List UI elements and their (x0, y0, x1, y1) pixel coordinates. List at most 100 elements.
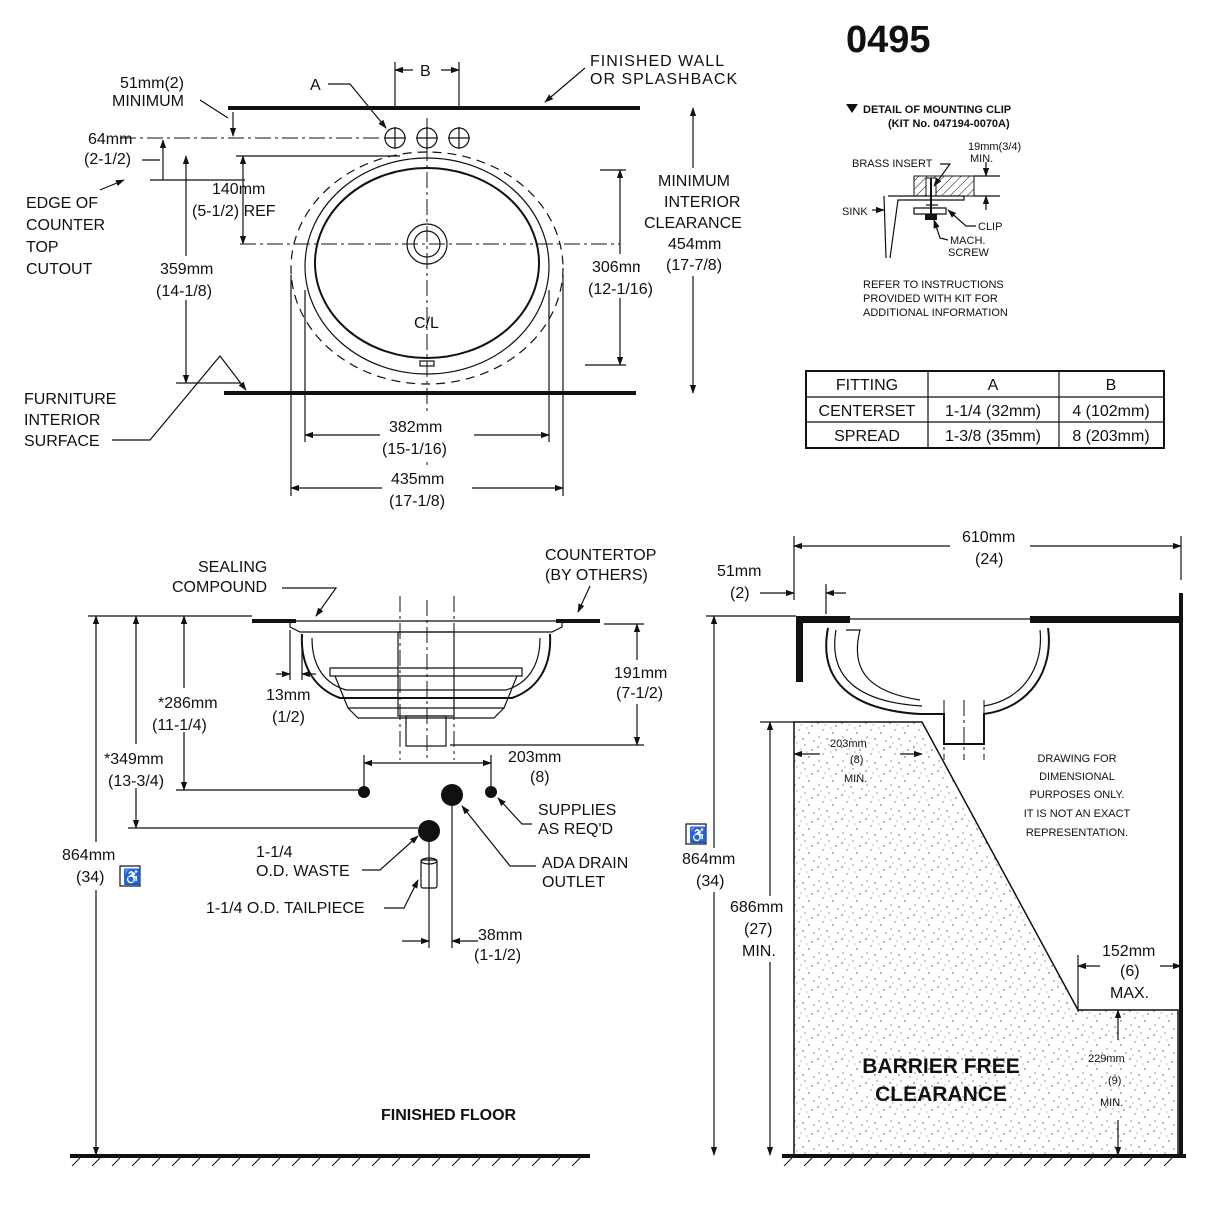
dim-610-label: 610mm (962, 529, 1015, 546)
furniture-surface-label: FURNITURE (24, 391, 116, 408)
clip-note: REFER TO INSTRUCTIONS (863, 279, 1004, 291)
svg-text:(11-1/4): (11-1/4) (152, 717, 207, 734)
svg-text:(9): (9) (1108, 1075, 1121, 1087)
svg-text:(24): (24) (975, 551, 1003, 568)
dim-203-label: 203mm (508, 749, 561, 766)
svg-text:CUTOUT: CUTOUT (26, 261, 93, 278)
svg-text:♿: ♿ (123, 868, 142, 886)
dim-864-side-label: 864mm (682, 851, 735, 868)
finished-floor-label: FINISHED FLOOR (381, 1107, 517, 1124)
svg-text:(12-1/16): (12-1/16) (588, 281, 653, 298)
dim-286-label: *286mm (158, 695, 218, 712)
dim-a-label: A (310, 77, 321, 94)
dim-359-label: 359mm (160, 261, 213, 278)
svg-text:SURFACE: SURFACE (24, 433, 100, 450)
brass-insert-label: BRASS INSERT (852, 158, 933, 170)
svg-text:454mm: 454mm (668, 236, 721, 253)
waste-label: 1-1/4 (256, 844, 293, 861)
svg-text:(1-1/2): (1-1/2) (474, 947, 521, 964)
front-elevation: SEALING COMPOUND COUNTERTOP (BY OTHERS) … (58, 547, 680, 1167)
dim-51-label: 51mm (717, 563, 761, 580)
waste-icon (418, 820, 440, 842)
svg-text:PURPOSES ONLY.: PURPOSES ONLY. (1030, 789, 1125, 801)
svg-text:(2-1/2): (2-1/2) (84, 151, 131, 168)
clip-detail-title: DETAIL OF MOUNTING CLIP (863, 104, 1011, 116)
dim-203-min-label: 203mm (830, 738, 867, 750)
svg-text:MAX.: MAX. (1110, 985, 1149, 1002)
table-header: FITTING (836, 377, 898, 394)
dim-140-label: 140mm (212, 181, 265, 198)
side-elevation: 610mm (24) 51mm (2) 203mm (8) MIN. DRAWI… (680, 526, 1186, 1167)
svg-text:OR SPLASHBACK: OR SPLASHBACK (590, 71, 738, 88)
table-cell: 8 (203mm) (1072, 428, 1149, 445)
sink-label: SINK (842, 206, 868, 218)
svg-text:MIN.: MIN. (970, 153, 993, 165)
svg-text:CLEARANCE: CLEARANCE (644, 215, 742, 232)
model-number: 0495 (846, 19, 931, 61)
table-cell: SPREAD (834, 428, 900, 445)
dim-152-label: 152mm (1102, 943, 1155, 960)
barrier-free-label: BARRIER FREE (862, 1055, 1020, 1078)
svg-text:TOP: TOP (26, 239, 59, 256)
ada-drain-icon (441, 784, 463, 806)
clip-label: CLIP (978, 221, 1002, 233)
clip-dim-label: 19mm(3/4) (968, 141, 1021, 153)
svg-text:(17-7/8): (17-7/8) (666, 257, 722, 274)
dim-b-label: B (420, 63, 431, 80)
countertop-label: COUNTERTOP (545, 547, 656, 564)
tailpiece-label: 1-1/4 O.D. TAILPIECE (206, 900, 365, 917)
svg-text:PROVIDED WITH KIT FOR: PROVIDED WITH KIT FOR (863, 293, 998, 305)
dim-38-label: 38mm (478, 927, 522, 944)
svg-text:(8): (8) (850, 754, 863, 766)
svg-text:MIN.: MIN. (1100, 1097, 1123, 1109)
svg-text:(6): (6) (1120, 963, 1140, 980)
svg-text:(KIT No. 047194-0070A): (KIT No. 047194-0070A) (888, 118, 1010, 130)
svg-text:INTERIOR: INTERIOR (664, 194, 740, 211)
dim-306-label: 306mm (592, 259, 645, 276)
dimensional-note: DRAWING FOR (1037, 753, 1116, 765)
min-51-label: 51mm(2) (120, 75, 184, 92)
svg-text:DIMENSIONAL: DIMENSIONAL (1039, 771, 1115, 783)
svg-text:MINIMUM: MINIMUM (112, 93, 184, 110)
svg-text:MIN.: MIN. (742, 943, 776, 960)
svg-text:(14-1/8): (14-1/8) (156, 283, 212, 300)
dim-191-label: 191mm (614, 665, 667, 682)
dim-229-label: 229mm (1088, 1053, 1125, 1065)
dim-382-label: 382mm (389, 419, 442, 436)
svg-text:(5-1/2) REF: (5-1/2) REF (192, 203, 276, 220)
mounting-clip-detail: DETAIL OF MOUNTING CLIP (KIT No. 047194-… (842, 104, 1021, 319)
svg-text:(34): (34) (696, 873, 724, 890)
mach-screw-label: MACH. (950, 235, 985, 247)
svg-text:O.D. WASTE: O.D. WASTE (256, 863, 350, 880)
table-header: A (988, 377, 999, 394)
wall-label: FINISHED WALL (590, 53, 725, 70)
table-cell: 4 (102mm) (1072, 403, 1149, 420)
svg-text:(34): (34) (76, 869, 104, 886)
svg-text:(1/2): (1/2) (272, 709, 305, 726)
plan-view: A B FINISHED WALL OR SPLASHBACK 51mm(2) … (24, 53, 758, 510)
accessibility-icon: ♿ (685, 823, 708, 845)
dim-64-label: 64mm (88, 131, 132, 148)
edge-cutout-label: EDGE OF (26, 195, 98, 212)
svg-text:(7-1/2): (7-1/2) (616, 685, 663, 702)
svg-text:MIN.: MIN. (844, 773, 867, 785)
svg-text:OUTLET: OUTLET (542, 874, 605, 891)
svg-text:CLEARANCE: CLEARANCE (875, 1083, 1007, 1106)
supply-icon (358, 786, 370, 798)
accessibility-icon: ♿ (119, 865, 142, 887)
svg-text:(27): (27) (744, 921, 772, 938)
ada-drain-label: ADA DRAIN (542, 855, 628, 872)
svg-text:SCREW: SCREW (948, 247, 990, 259)
svg-text:ADDITIONAL INFORMATION: ADDITIONAL INFORMATION (863, 307, 1008, 319)
svg-text:INTERIOR: INTERIOR (24, 412, 100, 429)
dim-349-label: *349mm (104, 751, 164, 768)
svg-text:(17-1/8): (17-1/8) (389, 493, 445, 510)
dim-435-label: 435mm (391, 471, 444, 488)
svg-text:(2): (2) (730, 585, 750, 602)
sealing-compound-label: SEALING (198, 559, 267, 576)
table-cell: CENTERSET (819, 403, 916, 420)
fitting-table: FITTING A B CENTERSET 1-1/4 (32mm) 4 (10… (805, 370, 1165, 449)
dim-686-label: 686mm (730, 899, 783, 916)
svg-text:REPRESENTATION.: REPRESENTATION. (1026, 827, 1128, 839)
